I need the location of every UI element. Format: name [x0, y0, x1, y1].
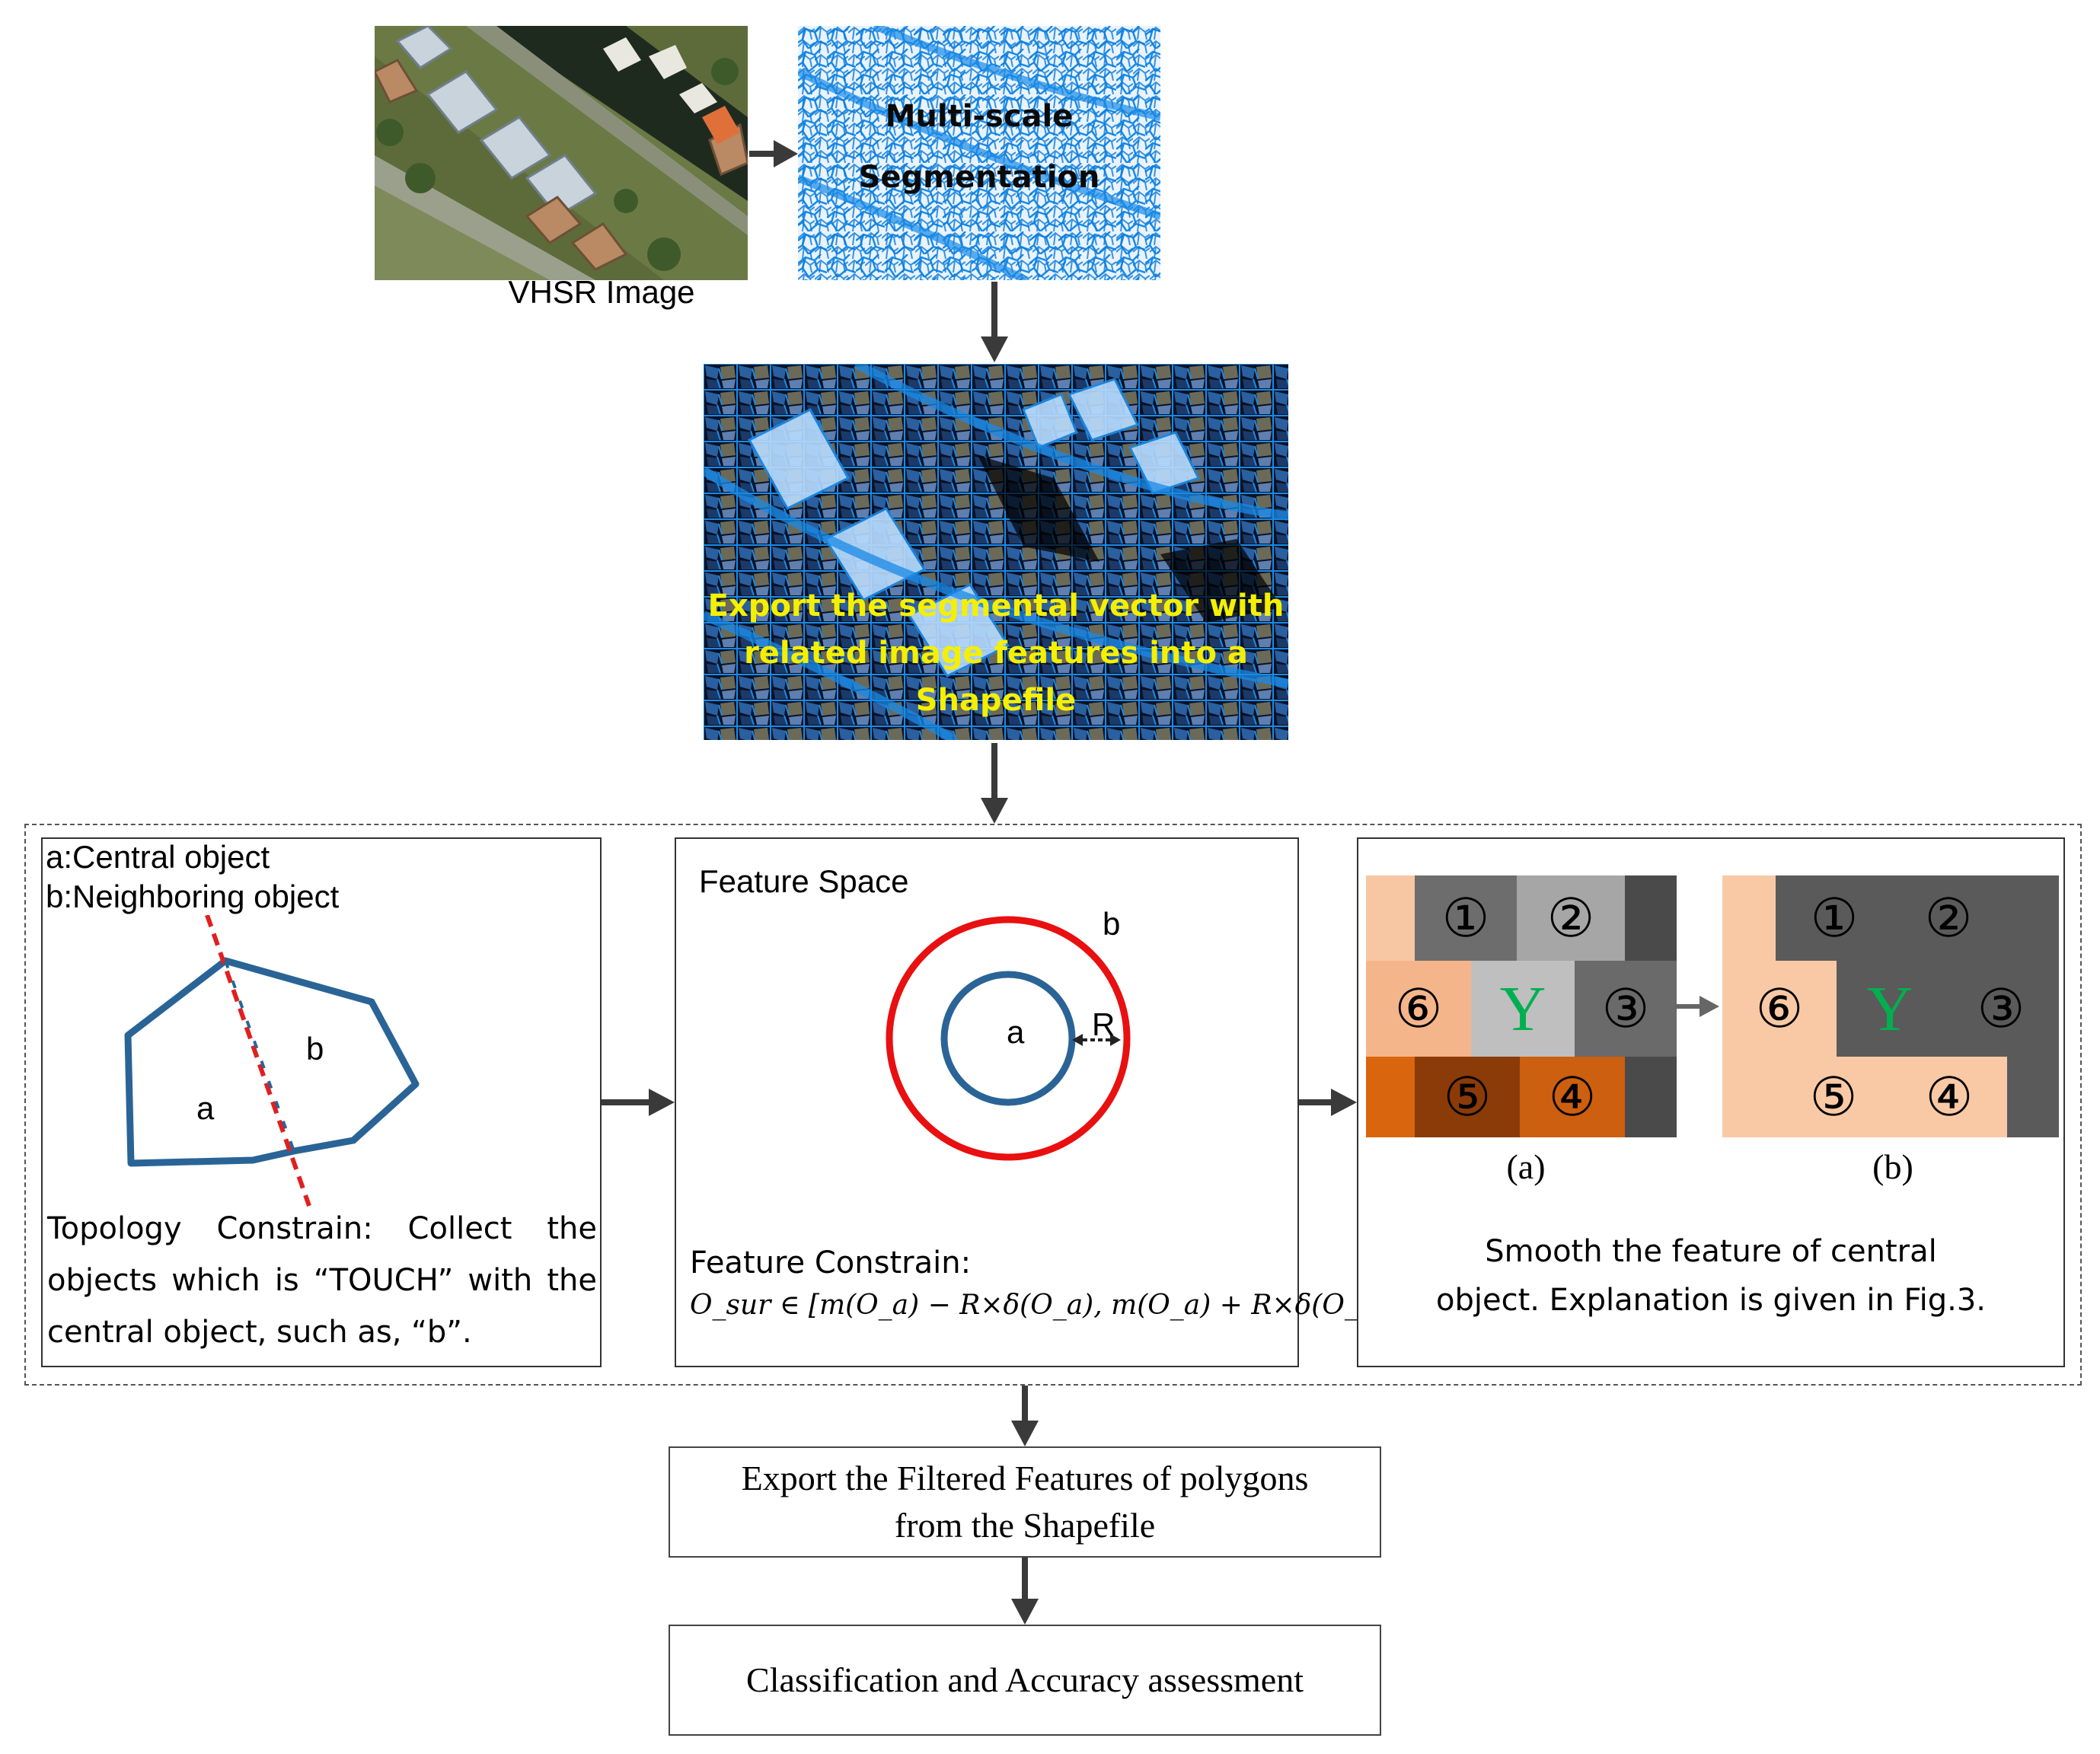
grid-a-cell-5: ⑤: [1415, 1057, 1520, 1137]
arrow-grid-a-to-grid-b: [1675, 996, 1719, 1017]
smooth-panel: ① ② ⑥ Y ③ ⑤ ④ ① ② ⑥ Y ③ ⑤ ④ (a) (b) Smoo…: [1357, 837, 2065, 1367]
segmentation-image: [798, 26, 1160, 280]
grid-b-cell: [2004, 875, 2059, 961]
export-filtered-box: Export the Filtered Features of polygons…: [669, 1446, 1381, 1558]
arrow-export-filtered-to-classification: [1011, 1558, 1039, 1625]
topology-panel: a:Central object b:Neighboring object a …: [41, 837, 602, 1367]
grid-b-cell: [1722, 1057, 1776, 1137]
grid-b-cell-1: ①: [1776, 875, 1893, 961]
grid-a-caption: (a): [1506, 1147, 1546, 1186]
segmentation-label: Multi-scale Segmentation: [798, 87, 1160, 207]
smooth-description: Smooth the feature of central object. Ex…: [1358, 1227, 2063, 1325]
topology-label-a: a: [196, 1090, 215, 1126]
grid-a-cell-1: ①: [1415, 875, 1517, 961]
smooth-description-line-2: object. Explanation is given in Fig.3.: [1435, 1283, 1987, 1318]
export-filtered-line-2: from the Shapefile: [894, 1506, 1156, 1545]
export-filtered-line-1: Export the Filtered Features of polygons: [741, 1459, 1309, 1497]
grid-b-cell-3: ③: [1943, 961, 2059, 1057]
vhsr-caption: VHSR Image: [508, 274, 695, 310]
feature-formula: O_sur ∈ [m(O_a) − R×δ(O_a), m(O_a) + R×δ…: [690, 1290, 1396, 1321]
grid-b-cell-5: ⑤: [1776, 1057, 1891, 1137]
feature-label-a: a: [1007, 1014, 1025, 1050]
classification-label: Classification and Accuracy assessment: [746, 1660, 1304, 1699]
grid-a-cell-2: ②: [1517, 875, 1625, 961]
feature-constrain-title: Feature Constrain:: [690, 1245, 972, 1280]
grid-b: ① ② ⑥ Y ③ ⑤ ④: [1722, 875, 2059, 1137]
topology-diagram: [124, 915, 420, 1207]
grid-a-center-y: Y: [1471, 961, 1575, 1057]
topology-label-b: b: [306, 1031, 324, 1067]
arrow-panels-to-export-filtered: [1011, 1386, 1039, 1446]
export-vector-line-3: Shapefile: [915, 683, 1077, 718]
grid-b-center-y: Y: [1837, 961, 1943, 1057]
arrow-topology-to-feature: [602, 1089, 675, 1116]
feature-space-title: Feature Space: [699, 863, 909, 899]
feature-label-b: b: [1103, 906, 1121, 942]
classification-box: Classification and Accuracy assessment: [669, 1625, 1381, 1736]
feature-space-diagram: [886, 916, 1131, 1161]
grid-b-cell-4: ④: [1891, 1057, 2007, 1137]
export-vector-line-2: related image features into a: [744, 636, 1248, 671]
arrow-feature-to-smooth: [1299, 1089, 1357, 1116]
grid-a: ① ② ⑥ Y ③ ⑤ ④: [1366, 875, 1677, 1137]
grid-b-cell-6: ⑥: [1722, 961, 1837, 1057]
legend-neighboring-object: b:Neighboring object: [46, 879, 340, 914]
grid-a-cell: [1625, 1057, 1677, 1137]
polygon-outline: [124, 957, 420, 1167]
feature-space-panel: Feature Space a b R Feature Constrain: O…: [675, 837, 1396, 1367]
grid-a-cell-4: ④: [1520, 1057, 1625, 1137]
export-vector-label: Export the segmental vector with related…: [704, 582, 1288, 724]
vhsr-image: [375, 26, 748, 280]
boundary-dashed-line: [205, 915, 311, 1207]
arrow-export-to-panels: [981, 743, 1008, 824]
smooth-description-line-1: Smooth the feature of central: [1485, 1234, 1937, 1269]
segmentation-line-2: Segmentation: [858, 160, 1100, 195]
grid-a-cell-3: ③: [1575, 961, 1677, 1057]
export-vector-image: [704, 364, 1288, 740]
arrow-vhsr-to-segmentation: [749, 140, 798, 167]
arrow-segmentation-to-export: [981, 282, 1008, 362]
grid-b-caption: (b): [1872, 1147, 1913, 1186]
grid-a-cell: [1366, 875, 1415, 961]
grid-a-cell-6: ⑥: [1366, 961, 1471, 1057]
grid-b-cell: [1722, 875, 1776, 961]
process-container: [24, 824, 2082, 1386]
grid-a-cell: [1366, 1057, 1415, 1137]
legend-central-object: a:Central object: [46, 839, 270, 875]
outer-circle: [886, 916, 1131, 1161]
export-vector-line-1: Export the segmental vector with: [707, 588, 1285, 623]
topology-description: Topology Constrain: Collect the objects …: [47, 1211, 597, 1350]
inner-circle: [940, 971, 1076, 1106]
grid-b-cell: [2007, 1057, 2059, 1137]
grid-a-cell: [1625, 875, 1677, 961]
feature-label-r: R: [1092, 1006, 1115, 1042]
segmentation-line-1: Multi-scale: [885, 99, 1074, 134]
grid-b-cell-2: ②: [1893, 875, 2004, 961]
